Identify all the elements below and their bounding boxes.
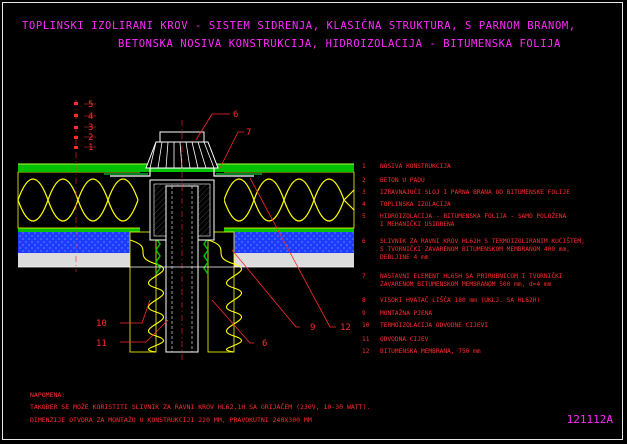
legend-text-line: VISOKI HVATAČ LIŠĆA 180 mm (UKLJ. SA HL6… <box>380 297 541 304</box>
legend-number: 9 <box>362 310 366 317</box>
legend-text-line: IZRAVNAJUĆI SLOJ I PARNA BRANA OD BITUME… <box>380 189 570 196</box>
legend-number: 5 <box>362 213 366 220</box>
title-line-2: BETONSKA NOSIVA KONSTRUKCIJA, HIDROIZOLA… <box>118 38 561 50</box>
legend-number: 2 <box>362 177 366 184</box>
layer-label-5: 5 <box>88 100 93 110</box>
legend-text-line: S TVORNIČKI ZAVARENOM BITUMENSKOM MEMBRA… <box>380 246 570 253</box>
insulation-waves <box>17 178 355 222</box>
legend-text: VISOKI HVATAČ LIŠĆA 180 mm (UKLJ. SA HL6… <box>380 297 540 305</box>
legend-text: TOPLINSKA IZOLACIJA <box>380 201 451 209</box>
legend-number: 6 <box>362 238 366 245</box>
legend-number: 3 <box>362 189 366 196</box>
legend-number: 10 <box>362 322 370 329</box>
legend-text-line: BETON U PADU <box>380 177 425 184</box>
legend-text-line: HIDROIZOLACIJA - BITUMENSKA FOLIJA - SAM… <box>380 213 567 220</box>
note-line-2: DIMENZIJE OTVORA ZA MONTAŽU U KONSTRUKCI… <box>30 416 312 424</box>
legend-number: 1 <box>362 163 366 170</box>
part-label-12: 12 <box>340 323 351 333</box>
legend-text: MONTAŽNA PJENA <box>380 310 432 318</box>
title-line-1: TOPLINSKI IZOLIRANI KROV - SISTEM SIDREN… <box>22 20 576 32</box>
legend-number: 12 <box>362 348 370 355</box>
legend-text-line: NOSIVA KONSTRUKCIJA <box>380 163 451 170</box>
legend-text: HIDROIZOLACIJA - BITUMENSKA FOLIJA - SAM… <box>380 213 566 229</box>
part-label-10: 10 <box>96 319 107 329</box>
legend-number: 8 <box>362 297 366 304</box>
legend-text-line: BITUMENSKA MEMBRANA, 750 mm <box>380 348 481 355</box>
drawing-frame <box>2 2 623 440</box>
part-label-6-top: 6 <box>233 110 238 120</box>
legend-number: 11 <box>362 336 370 343</box>
part-label-6-bottom: 6 <box>262 339 267 349</box>
note-heading: NAPOMENA: <box>30 391 66 399</box>
legend-text: BETON U PADU <box>380 177 425 185</box>
part-label-11: 11 <box>96 339 107 349</box>
legend-text-line: ZAVARENOM BITUMENSKOM MEMBRANOM 500 mm, … <box>380 281 552 288</box>
legend-text-line: TOPLINSKA IZOLACIJA <box>380 201 451 208</box>
drawing-code: 121112A <box>566 413 613 426</box>
legend-text-line: TERMOIZOLACIJA ODVODNE CIJEVI <box>380 322 489 329</box>
layer-label-4: 4 <box>88 112 93 122</box>
legend-text-line: MONTAŽNA PJENA <box>380 310 433 317</box>
legend-text: NOSIVA KONSTRUKCIJA <box>380 163 451 171</box>
legend-text-line: DEBLJINE 4 mm <box>380 254 429 261</box>
legend-text: TERMOIZOLACIJA ODVODNE CIJEVI <box>380 322 488 330</box>
legend-number: 7 <box>362 273 366 280</box>
layer-label-3: 3 <box>88 123 93 133</box>
legend-text: BITUMENSKA MEMBRANA, 750 mm <box>380 348 481 356</box>
layer-label-1: 1 <box>88 143 93 153</box>
legend-text: NASTAVNI ELEMENT HL65H SA PRIRUBNICOM I … <box>380 273 563 289</box>
part-label-7: 7 <box>246 128 251 138</box>
legend-text-line: ODVODNA CIJEV <box>380 336 429 343</box>
note-line-1: TAKOĐER SE MOŽE KORISTITI SLIVNIK ZA RAV… <box>30 403 371 411</box>
legend-number: 4 <box>362 201 366 208</box>
legend-text-line: I MEHANIČKI USIDRENA <box>380 221 455 228</box>
layer-label-2: 2 <box>88 133 93 143</box>
part-label-9: 9 <box>310 323 315 333</box>
legend-text-line: SLIVNIK ZA RAVNI KROV HL62H S TERMOIZOLI… <box>380 238 585 245</box>
legend-text: ODVODNA CIJEV <box>380 336 428 344</box>
legend-text: SLIVNIK ZA RAVNI KROV HL62H S TERMOIZOLI… <box>380 238 585 262</box>
legend-text-line: NASTAVNI ELEMENT HL65H SA PRIRUBNICOM I … <box>380 273 563 280</box>
legend-text: IZRAVNAJUĆI SLOJ I PARNA BRANA OD BITUME… <box>380 189 570 197</box>
